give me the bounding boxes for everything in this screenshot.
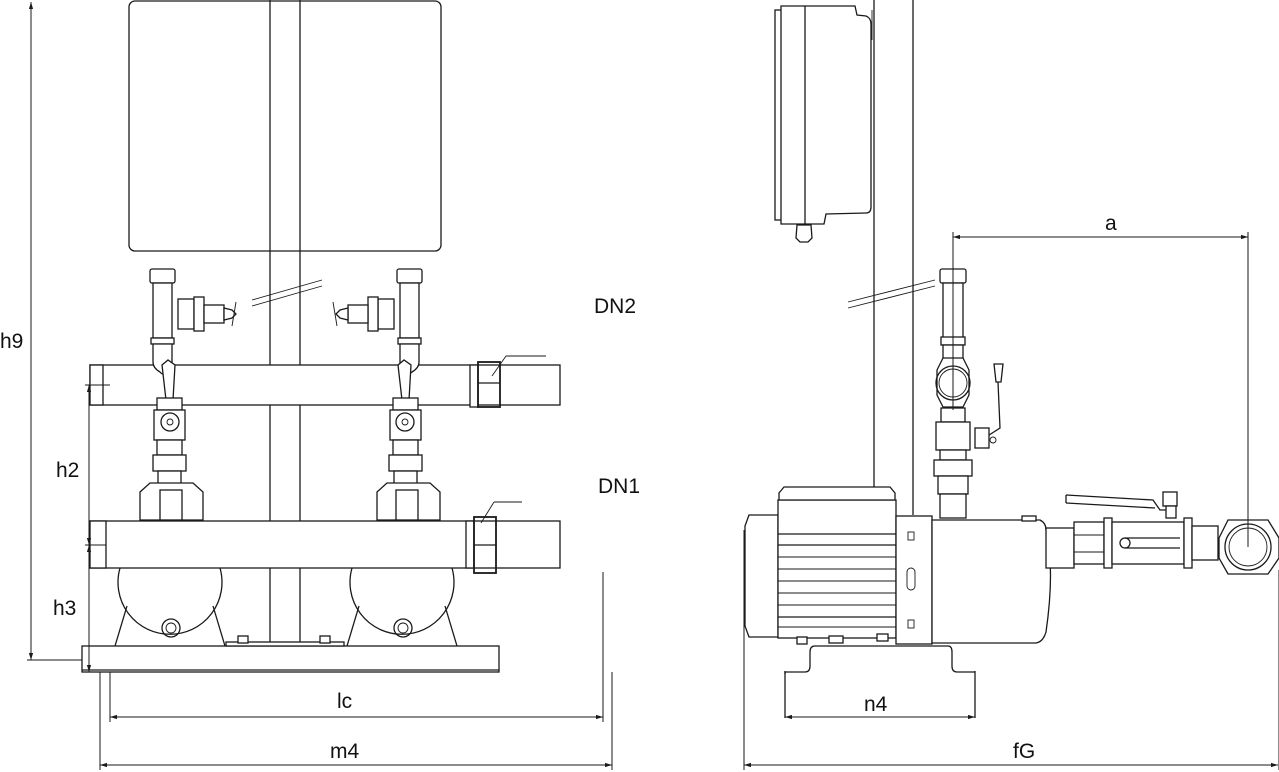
pump-foot [784,633,976,718]
suction-ball-valve-side [1065,491,1219,569]
dn1-leader [480,501,522,524]
ball-valve-right [388,359,423,488]
discharge-riser-side [933,268,1004,519]
label-dn1: DN1 [598,475,640,498]
side-view [743,0,1279,770]
label-h3: h3 [53,597,76,620]
label-a: a [1105,212,1117,235]
front-view [27,0,613,770]
break-mark [251,279,323,307]
pump-left [114,521,226,647]
label-dn2: DN2 [594,295,636,318]
pump-head-left [139,482,204,521]
control-cabinet [128,0,442,252]
dimension-h3 [85,545,100,673]
suction-manifold-end [1218,519,1279,575]
ball-valve-left [152,359,187,488]
dimension-m4 [99,672,613,770]
pump-head-right [376,482,441,521]
support-post-side [873,0,914,515]
base-frame [81,635,500,673]
label-lc: lc [337,690,352,713]
dimension-h9 [27,1,82,661]
pressure-sensor-right [332,268,423,376]
dimension-a [952,232,1249,547]
pump-body-side [931,515,1075,644]
dimension-lc [109,572,604,722]
dn2-leader [491,355,546,377]
break-mark-side [847,279,936,309]
control-cabinet-side [774,5,873,243]
pump-right [346,521,458,647]
label-m4: m4 [330,740,359,763]
suction-manifold [89,516,561,574]
label-h2: h2 [56,459,79,482]
dimension-fG [743,530,1279,770]
label-n4: n4 [864,693,888,716]
label-h9: h9 [0,330,23,353]
label-fG: fG [1013,740,1035,763]
pressure-sensor-left [149,268,237,376]
motor [744,486,933,645]
